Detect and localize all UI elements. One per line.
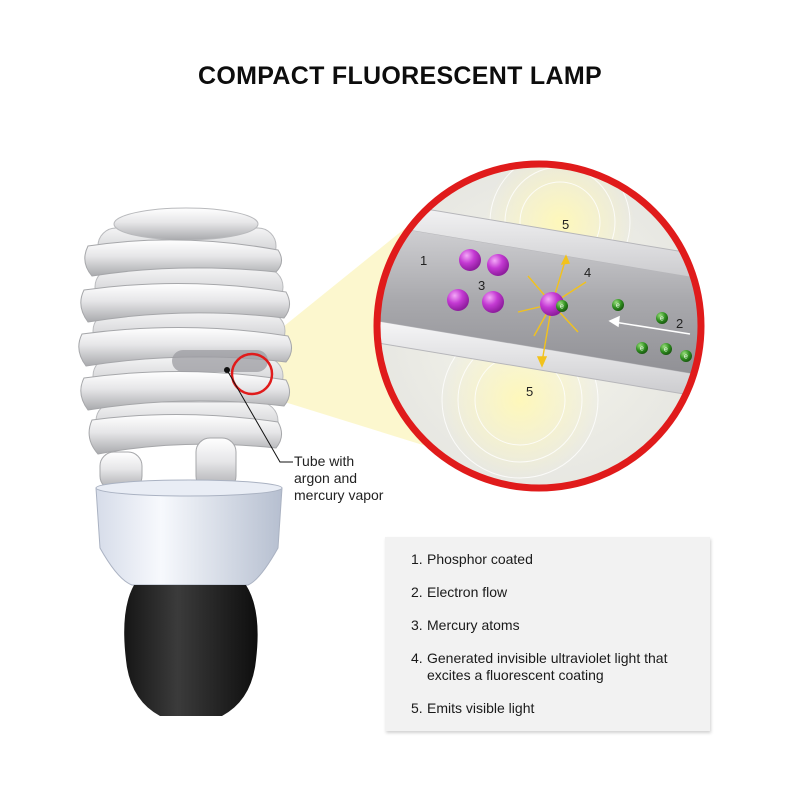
legend-text: Electron flow — [427, 584, 710, 601]
legend-item: 3. Mercury atoms — [411, 617, 710, 634]
cfl-bulb — [79, 208, 292, 716]
label-mercury-3: 3 — [478, 278, 485, 293]
legend-number: 4. — [411, 650, 427, 684]
legend-panel: 1. Phosphor coated 2. Electron flow 3. M… — [385, 537, 710, 731]
legend-text: Phosphor coated — [427, 551, 710, 568]
legend-item: 2. Electron flow — [411, 584, 710, 601]
label-visible-light-5-top: 5 — [562, 217, 569, 232]
label-uv-4: 4 — [584, 265, 591, 280]
lamp-base — [96, 488, 282, 585]
legend-text: Emits visible light — [427, 700, 710, 717]
legend-number: 1. — [411, 551, 427, 568]
legend-item: 1. Phosphor coated — [411, 551, 710, 568]
callout-line: mercury vapor — [294, 487, 434, 504]
legend-text: Mercury atoms — [427, 617, 710, 634]
legend-text: Generated invisible ultraviolet light th… — [427, 650, 710, 684]
lamp-cap — [124, 585, 257, 716]
electron-symbol: e — [640, 346, 644, 353]
legend-item: 4. Generated invisible ultraviolet light… — [411, 650, 710, 684]
legend-number: 5. — [411, 700, 427, 717]
label-visible-light-5-bottom: 5 — [526, 384, 533, 399]
callout-line: Tube with — [294, 453, 434, 470]
label-phosphor-1: 1 — [420, 253, 427, 268]
electron-symbol: e — [684, 354, 688, 361]
label-electron-flow-2: 2 — [676, 316, 683, 331]
legend-number: 3. — [411, 617, 427, 634]
base-rim — [96, 480, 282, 496]
electron-symbol: e — [616, 303, 620, 310]
electron-symbol: e — [560, 304, 564, 311]
callout-line: argon and — [294, 470, 434, 487]
electron-symbol: e — [664, 347, 668, 354]
electron-symbol: e — [660, 316, 664, 323]
legend-number: 2. — [411, 584, 427, 601]
spiral-top — [114, 208, 258, 240]
tube-callout: Tube with argon and mercury vapor — [294, 453, 434, 504]
legend-item: 5. Emits visible light — [411, 700, 710, 717]
